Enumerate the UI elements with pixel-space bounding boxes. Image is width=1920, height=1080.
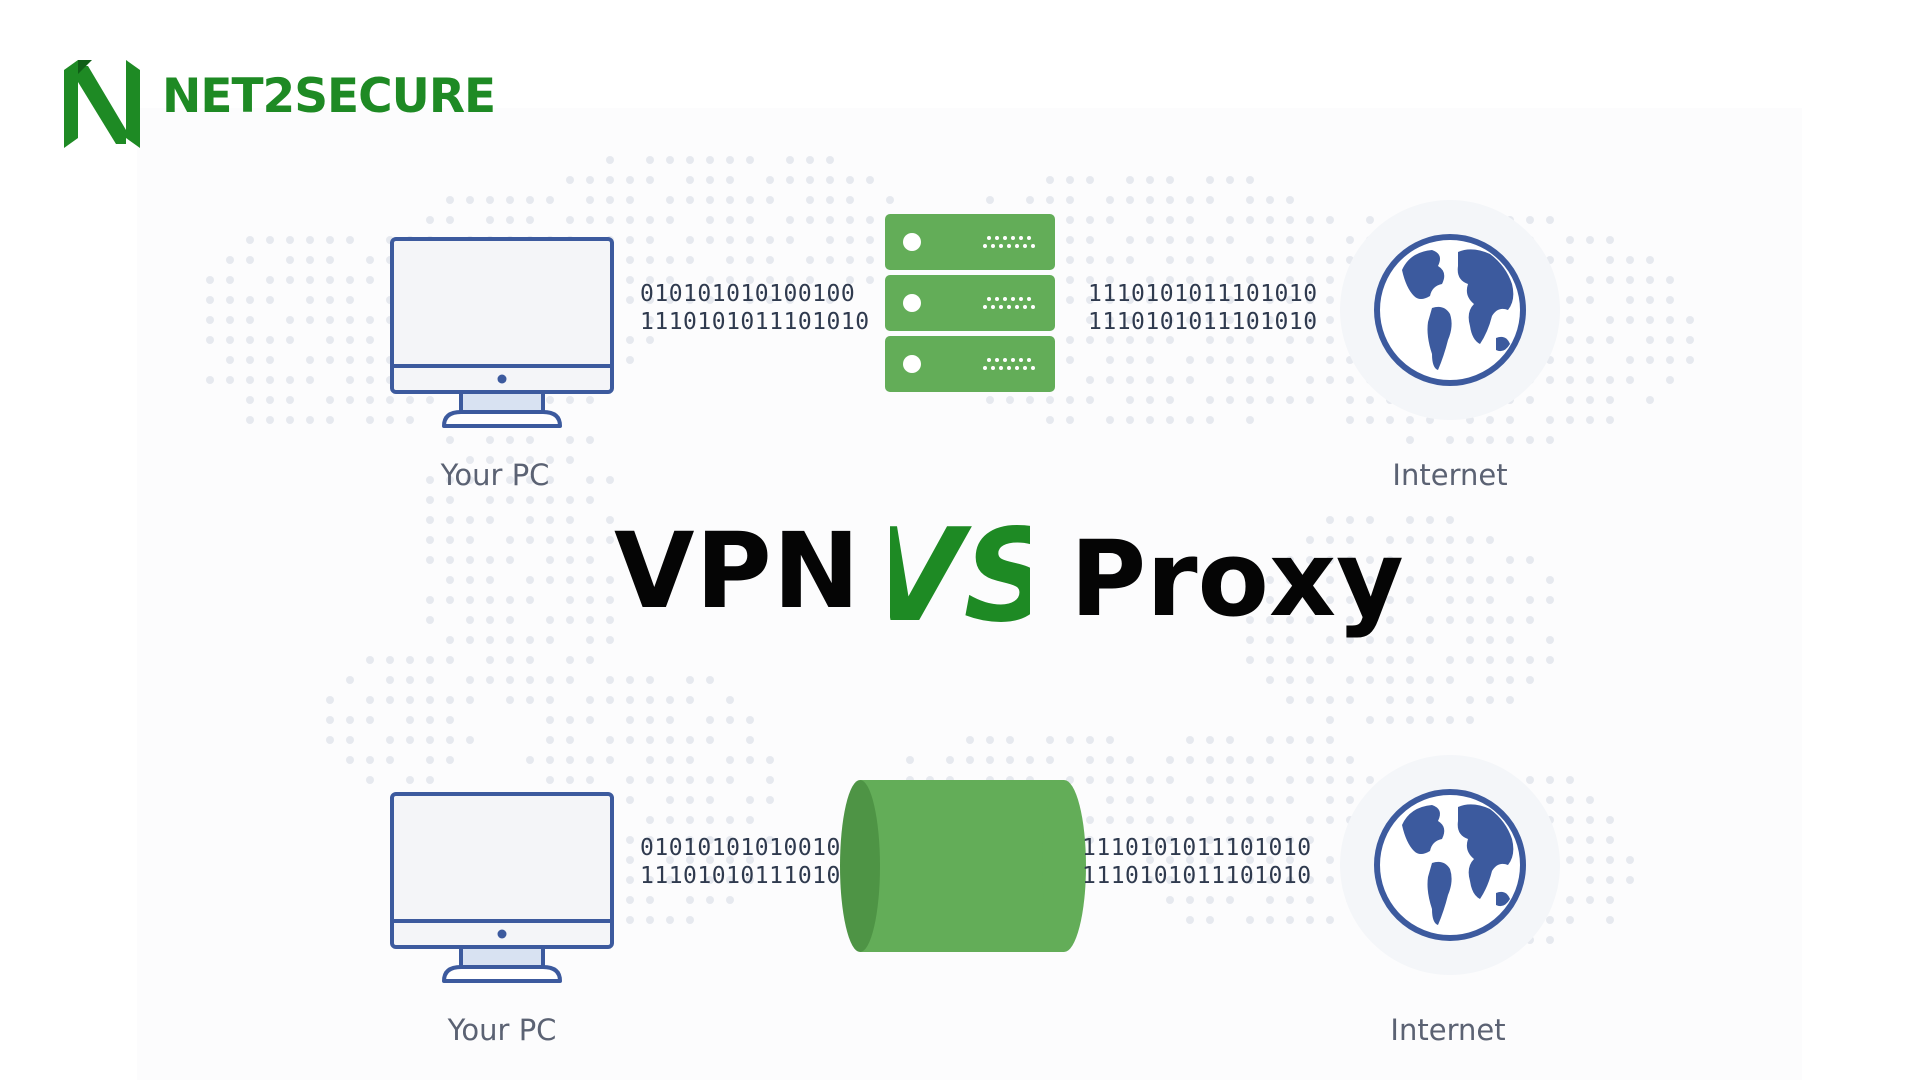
binary-stream-right: 1110101011101010 1110101011101010	[1082, 835, 1312, 889]
title-vpn: VPN	[614, 510, 861, 632]
brand-logo: NET2SECURE	[64, 60, 496, 152]
vs-logo-mark: VS	[890, 510, 1030, 650]
binary-stream-right: 1110101011101010 1110101011101010	[1088, 281, 1318, 335]
desktop-pc-icon	[390, 792, 614, 983]
tunnel-icon	[840, 780, 1086, 952]
server-icon	[885, 214, 1055, 392]
internet-label: Internet	[1390, 1013, 1506, 1047]
internet-label: Internet	[1392, 458, 1508, 492]
n-logo-icon	[64, 60, 140, 148]
globe-icon	[1340, 755, 1560, 975]
pc-label: Your PC	[440, 458, 550, 492]
binary-stream-left: 010101010100100 1110101011101010	[640, 835, 870, 889]
binary-stream-left: 010101010100100 1110101011101010	[640, 281, 870, 335]
title-proxy: Proxy	[1070, 518, 1404, 640]
globe-icon	[1340, 200, 1560, 420]
pc-label: Your PC	[447, 1013, 557, 1047]
brand-name: NET2SECURE	[162, 69, 496, 124]
desktop-pc-icon	[390, 237, 614, 428]
svg-text:VS: VS	[890, 510, 1030, 650]
